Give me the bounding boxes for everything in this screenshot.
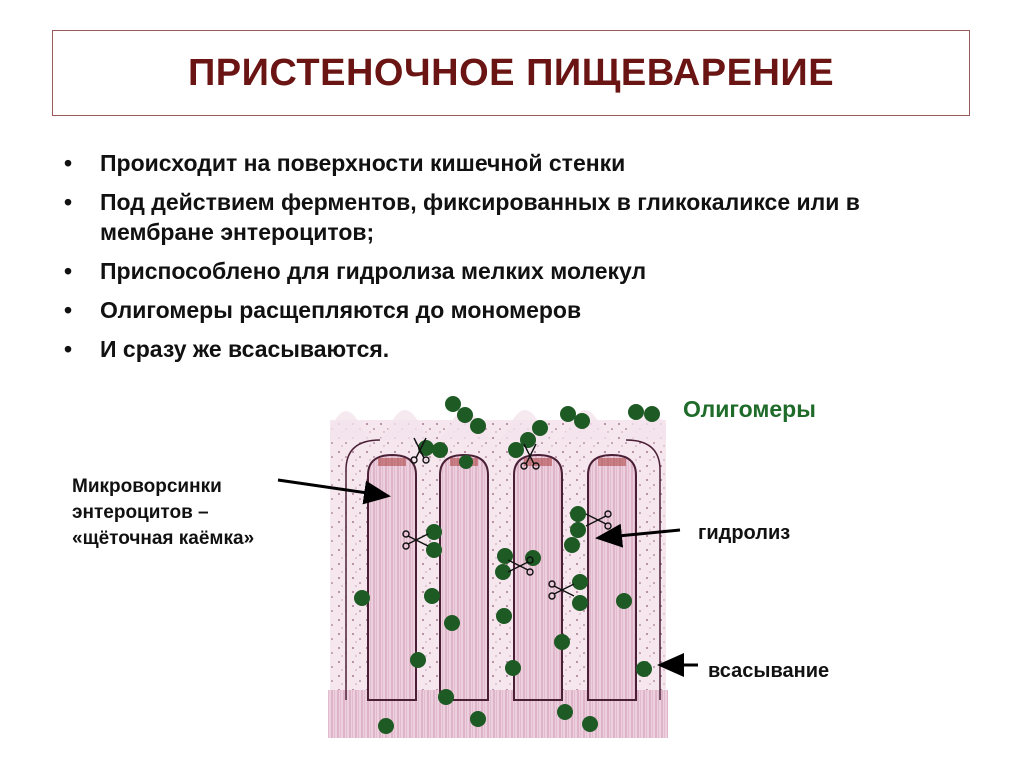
bullet-item: • Под действием ферментов, фиксированных … [60,187,960,247]
bullet-dot: • [64,336,73,362]
oligomer-particle [459,455,473,469]
oligomer-particle [644,406,660,422]
particles [354,396,660,734]
monomer-particle [616,593,632,609]
scissors-icon [402,530,429,550]
microvilli [345,439,661,701]
oligomer-particle [628,404,644,420]
monomer-particle [505,660,521,676]
oligomer-particle [508,442,524,458]
monomer-particle [426,542,442,558]
monomer-particle [572,595,588,611]
bullet-dot: • [64,297,73,323]
monomer-particle [444,615,460,631]
hydrolysis-label: гидролиз [698,522,791,544]
oligomer-particle [418,440,434,456]
microvillus [439,453,489,701]
monomer-particle [570,522,586,538]
microvillus [513,453,563,701]
oligomer-particle [470,418,486,434]
monomer-particle [557,704,573,720]
monomer-particle [495,564,511,580]
title-box: ПРИСТЕНОЧНОЕ ПИЩЕВАРЕНИЕ [52,30,970,116]
oligomer-particle [445,396,461,412]
bullet-dot: • [64,189,73,215]
oligomer-particle [432,442,448,458]
bullet-text: Под действием ферментов, фиксированных в… [100,189,860,245]
microvillus [587,453,637,701]
bullet-item: • Олигомеры расщепляются до мономеров [60,295,960,325]
bullet-item: • Происходит на поверхности кишечной стен… [60,148,960,178]
oligomer-particle [560,406,576,422]
monomer-particle [426,524,442,540]
bullet-text: Происходит на поверхности кишечной стенк… [100,150,626,176]
scissors-icons [402,437,612,600]
monomer-particle [470,711,486,727]
microvillus [367,453,417,701]
hydrolysis-arrow [595,523,681,548]
monomer-particle [496,608,512,624]
monomer-particle [354,590,370,606]
monomer-particle [554,634,570,650]
oligomer-particle [574,413,590,429]
monomer-particle [572,574,588,590]
monomer-particle [564,537,580,553]
scissors-icon [507,556,534,576]
microvilli-arrow [277,478,391,505]
monomer-particle [570,506,586,522]
absorption-label: всасывание [708,660,830,682]
monomer-particle [636,661,652,677]
oligomer-particle [457,407,473,423]
bullet-item: • Приспособлено для гидролиза мелких моле… [60,256,960,286]
bullet-dot: • [64,150,73,176]
microvilli-label: Микроворсинки энтероцитов – «щёточная ка… [72,476,255,549]
bullet-text: Олигомеры расщепляются до мономеров [100,297,582,323]
bullet-list: • Происходит на поверхности кишечной стен… [60,148,960,373]
monomer-particle [410,652,426,668]
scissors-icon [410,437,430,464]
page-title: ПРИСТЕНОЧНОЕ ПИЩЕВАРЕНИЕ [187,51,835,94]
bullet-item: • И сразу же всасываются. [60,334,960,364]
scissors-icon [548,580,575,600]
monomer-particle [438,689,454,705]
scissors-icon [520,443,540,470]
oligomer-particle [532,420,548,436]
bullet-text: И сразу же всасываются. [100,336,390,362]
monomer-particle [582,716,598,732]
monomer-particle [378,718,394,734]
oligomers-label: Олигомеры [683,396,816,422]
bullet-text: Приспособлено для гидролиза мелких молек… [100,258,647,284]
bullet-dot: • [64,258,73,284]
monomer-particle [424,588,440,604]
